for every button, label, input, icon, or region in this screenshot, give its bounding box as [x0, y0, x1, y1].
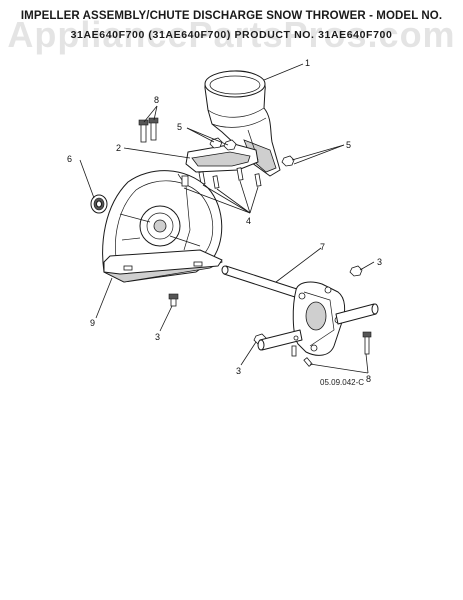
callout-8b: 8: [366, 374, 371, 384]
callout-3b: 3: [155, 332, 160, 342]
impeller-shaft-gearbox[interactable]: [221, 265, 379, 357]
callout-4: 4: [246, 216, 251, 226]
callout-6: 6: [67, 154, 72, 164]
callout-5b: 5: [346, 140, 351, 150]
callout-3c: 3: [236, 366, 241, 376]
callout-7: 7: [320, 242, 325, 252]
callout-numbers: 1 2 3 3 3 4 5 5 6 7 8 8 9: [67, 58, 382, 384]
callout-2: 2: [116, 143, 121, 153]
carriage-bolts-upper[interactable]: [138, 117, 159, 143]
bearing[interactable]: [90, 194, 108, 214]
hex-nut-left[interactable]: [168, 293, 179, 307]
callout-5a: 5: [177, 122, 182, 132]
hex-nut-right[interactable]: [349, 265, 363, 277]
drawing-id: 05.09.042-C: [320, 378, 364, 387]
diagram-title-line-1: IMPELLER ASSEMBLY/CHUTE DISCHARGE SNOW T…: [20, 10, 443, 22]
diagram-title-line-2: 31AE640F700 (31AE640F700) PRODUCT NO. 31…: [70, 29, 393, 41]
callout-3a: 3: [377, 257, 382, 267]
chute-discharge[interactable]: [204, 70, 281, 177]
leader-lines: [79, 63, 375, 374]
callout-9: 9: [90, 318, 95, 328]
callout-8a: 8: [154, 95, 159, 105]
callout-1: 1: [305, 58, 310, 68]
chute-flange[interactable]: [185, 143, 259, 173]
impeller-housing[interactable]: [102, 170, 224, 283]
hex-nuts-chute[interactable]: [209, 137, 295, 167]
